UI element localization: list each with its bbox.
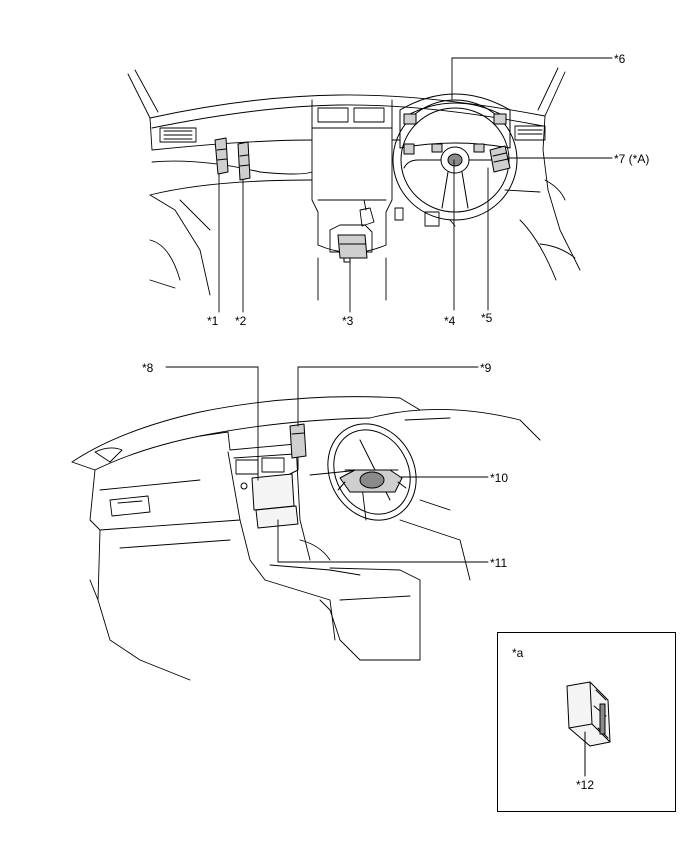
callout-11: *11: [490, 556, 508, 570]
component-3-console-module: [337, 234, 368, 263]
callout-5: *5: [481, 311, 493, 325]
callout-1: *1: [207, 314, 219, 328]
component-8-display-unit: [240, 473, 295, 511]
callout-2: *2: [235, 314, 247, 328]
callout-3: *3: [342, 314, 354, 328]
callout-4: *4: [444, 314, 456, 328]
leader-lines-top: [218, 57, 613, 313]
callout-6: *6: [614, 52, 626, 66]
dashboard-perspective-view: [71, 396, 541, 681]
leader-lines-bottom: [165, 366, 489, 563]
component-7-steering-switch: [489, 145, 511, 173]
dashboard-front-view: [127, 67, 581, 301]
component-1-left-module: [214, 137, 229, 175]
callout-7: *7 (*A): [614, 152, 650, 166]
inset-box: [497, 632, 676, 812]
component-10-combination-switch: [337, 469, 407, 493]
inset-label: *a: [512, 646, 524, 660]
component-12-ecu: [566, 681, 611, 777]
steering-wheel-front: [392, 93, 518, 221]
component-2-left-module: [237, 141, 251, 181]
callout-8: *8: [142, 361, 154, 375]
component-11-climate-panel: [255, 505, 299, 529]
callout-10: *10: [490, 471, 509, 485]
component-9-upper-module: [289, 423, 307, 475]
callout-9: *9: [480, 361, 492, 375]
callout-12: *12: [576, 778, 595, 792]
